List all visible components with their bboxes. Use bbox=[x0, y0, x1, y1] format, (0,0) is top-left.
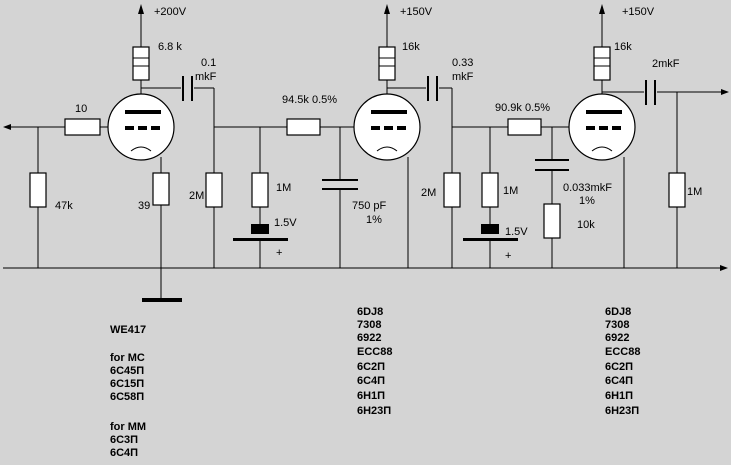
bias-battery-2-label: 1.5V bbox=[505, 226, 528, 238]
input-resistor bbox=[29, 172, 47, 208]
supply-arrow-3 bbox=[599, 4, 605, 14]
tube-type: 6С4П bbox=[357, 375, 385, 387]
plate-resistor-2-label: 16k bbox=[402, 41, 420, 53]
eq-resistor-1-label: 94.5k 0.5% bbox=[282, 94, 337, 106]
supply-label-1: +200V bbox=[154, 6, 187, 18]
eq-capacitor-1-label-b: 1% bbox=[366, 214, 382, 226]
tube-list-stage-2: 6DJ8 7308 6922 ECC88 6С2П 6С4П 6Н1П 6Н23… bbox=[357, 306, 392, 417]
output-resistor bbox=[668, 172, 686, 208]
ground-arrow bbox=[720, 265, 728, 271]
supply-label-3: +150V bbox=[622, 6, 655, 18]
grid-stop-resistor bbox=[64, 118, 101, 136]
tube-type: 6С4П bbox=[110, 447, 138, 459]
bias-battery-1 bbox=[233, 224, 288, 241]
eq-capacitor-2 bbox=[535, 159, 569, 171]
plate-resistor-3 bbox=[593, 46, 611, 81]
tube-type: ECC88 bbox=[357, 346, 392, 358]
bias-battery-2 bbox=[463, 224, 518, 241]
supply-arrow-1 bbox=[138, 4, 144, 14]
tube-type: for MM bbox=[110, 421, 146, 433]
eq-series-resistor bbox=[543, 203, 561, 239]
eq-capacitor-1-label-a: 750 pF bbox=[352, 200, 387, 212]
output-arrow bbox=[721, 89, 729, 95]
tube-type: 6Н1П bbox=[357, 390, 385, 402]
tube-type: 6DJ8 bbox=[357, 306, 383, 318]
tube-type: WE417 bbox=[110, 324, 146, 336]
cathode-resistor-1-label: 39 bbox=[138, 200, 150, 212]
grid-stop-resistor-label: 10 bbox=[75, 103, 87, 115]
wiring bbox=[3, 14, 723, 300]
plate-resistor-1 bbox=[132, 46, 150, 81]
tube-list-stage-1: WE417 for MC 6С45П 6С15П 6С58П for MM 6С… bbox=[110, 324, 146, 459]
tube-type: 6922 bbox=[605, 332, 629, 344]
bias-battery-1-label: 1.5V bbox=[274, 217, 297, 229]
grid-leak-resistor-2-label: 2M bbox=[421, 187, 436, 199]
bias-resistor-1 bbox=[251, 172, 269, 208]
tube-2 bbox=[353, 93, 421, 161]
tube-type: 6Н23П bbox=[605, 405, 639, 417]
supply-arrow-2 bbox=[384, 4, 390, 14]
cathode-resistor-1 bbox=[152, 172, 170, 206]
coupling-capacitor-1-label-a: 0.1 bbox=[201, 57, 216, 69]
bias-resistor-1-label: 1M bbox=[276, 182, 291, 194]
supply-label-2: +150V bbox=[400, 6, 433, 18]
output-capacitor bbox=[645, 80, 656, 105]
grid-leak-resistor-1-label: 2M bbox=[189, 190, 204, 202]
tube-type: 6С4П bbox=[605, 375, 633, 387]
coupling-capacitor-2 bbox=[427, 76, 438, 101]
output-resistor-label: 1M bbox=[687, 186, 702, 198]
coupling-capacitor-2-label-a: 0.33 bbox=[452, 57, 473, 69]
coupling-capacitor-1 bbox=[182, 76, 193, 101]
bias-resistor-2-label: 1M bbox=[503, 185, 518, 197]
tube-type: 6Н1П bbox=[605, 390, 633, 402]
eq-capacitor-2-label-b: 1% bbox=[579, 195, 595, 207]
input-arrow bbox=[3, 124, 11, 130]
plate-resistor-3-label: 16k bbox=[614, 41, 632, 53]
tube-list-stage-3: 6DJ8 7308 6922 ECC88 6С2П 6С4П 6Н1П 6Н23… bbox=[605, 306, 640, 417]
tube-type: 6DJ8 bbox=[605, 306, 631, 318]
eq-series-resistor-label: 10k bbox=[577, 219, 595, 231]
tube-type: 6С15П bbox=[110, 378, 144, 390]
output-capacitor-label: 2mkF bbox=[652, 58, 680, 70]
tube-type: 6С3П bbox=[110, 434, 138, 446]
eq-resistor-2 bbox=[507, 118, 542, 136]
tube-3 bbox=[568, 93, 636, 161]
grid-leak-resistor-2 bbox=[443, 172, 461, 208]
eq-resistor-2-label: 90.9k 0.5% bbox=[495, 102, 550, 114]
tube-type: 6С58П bbox=[110, 391, 144, 403]
tube-type: 6Н23П bbox=[357, 405, 391, 417]
tube-1 bbox=[107, 93, 175, 161]
tube-type: 7308 bbox=[605, 319, 629, 331]
grid-leak-resistor-1 bbox=[205, 172, 223, 208]
plate-resistor-1-label: 6.8 k bbox=[158, 41, 182, 53]
bias-battery-2-plus: + bbox=[505, 250, 511, 262]
eq-capacitor-2-label-a: 0.033mkF bbox=[563, 182, 612, 194]
bias-battery-1-plus: + bbox=[276, 247, 282, 259]
coupling-capacitor-1-label-b: mkF bbox=[195, 71, 217, 83]
tube-type: 6С2П bbox=[605, 361, 633, 373]
bias-resistor-2 bbox=[481, 172, 499, 208]
tube-type: for MC bbox=[110, 352, 145, 364]
tube-type: 6922 bbox=[357, 332, 381, 344]
eq-resistor-1 bbox=[286, 118, 321, 136]
tube-type: 6С2П bbox=[357, 361, 385, 373]
coupling-capacitor-2-label-b: mkF bbox=[452, 71, 474, 83]
tube-type: 6С45П bbox=[110, 365, 144, 377]
input-resistor-label: 47k bbox=[55, 200, 73, 212]
tube-type: 7308 bbox=[357, 319, 381, 331]
eq-capacitor-1 bbox=[322, 179, 358, 190]
tube-type: ECC88 bbox=[605, 346, 640, 358]
ground-symbol bbox=[142, 298, 182, 302]
plate-resistor-2 bbox=[378, 46, 396, 81]
